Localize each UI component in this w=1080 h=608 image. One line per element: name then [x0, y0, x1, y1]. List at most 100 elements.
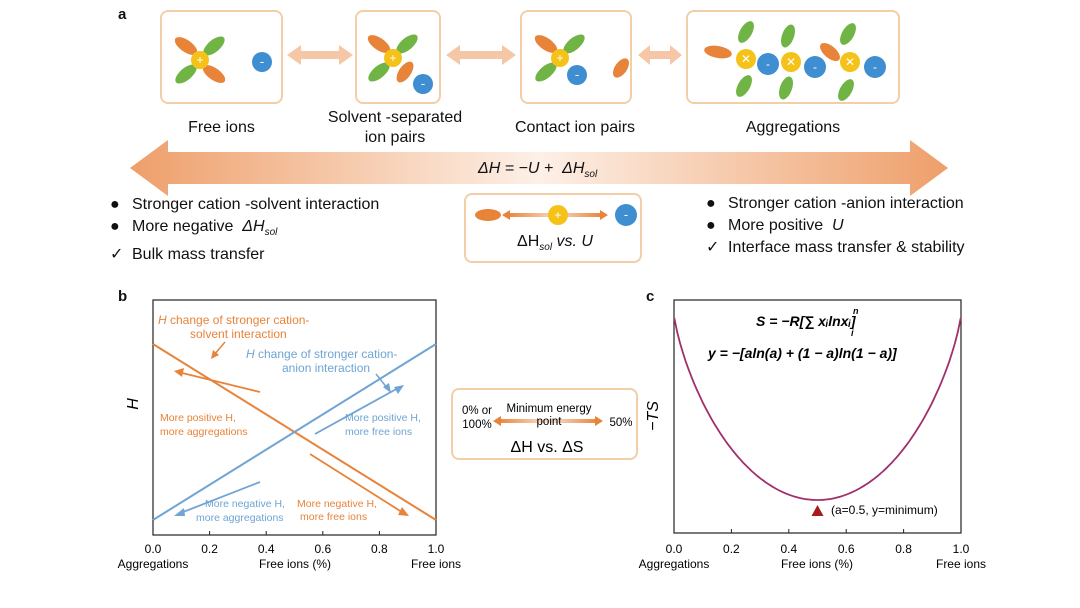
aggregations-illustration: ✕ - ✕ - ✕ -	[704, 21, 886, 101]
x-tick-label: 0.8	[371, 542, 388, 556]
solvent-separated-illustration: + -	[367, 34, 433, 94]
orange-lower-1: More negative H,	[297, 498, 377, 510]
center-box-caption: ΔHsol vs. U	[517, 233, 593, 254]
svg-text:✕: ✕	[845, 55, 855, 69]
contact-ion-pairs-box: + -	[520, 10, 632, 104]
blue-lower-1: More negative H,	[205, 498, 285, 510]
aggregations-box: ✕ - ✕ - ✕ -	[686, 10, 900, 104]
right-bullet-3: ✓Interface mass transfer & stability	[706, 239, 965, 256]
svg-text:-: -	[575, 67, 579, 82]
blue-arrow-down	[177, 481, 261, 515]
formula-1: S = −R[∑ xᵢlnxᵢ]	[756, 313, 857, 329]
right-bullet-1: ●Stronger cation -anion interaction	[706, 195, 964, 212]
orange-title-2: solvent interaction	[190, 327, 287, 341]
middle-left-2: 100%	[462, 419, 491, 431]
left-bullet-2: ●More negative ΔHsol	[110, 218, 278, 239]
entropy-curve	[673, 317, 962, 501]
x-tick-label: 0.4	[780, 542, 797, 556]
panel-b-ylabel: H	[125, 398, 142, 410]
blue-title-2: anion interaction	[282, 361, 370, 375]
orange-lower-2: more free ions	[300, 511, 367, 523]
svg-text:+: +	[389, 51, 396, 65]
panel-c-ylabel: −TS	[645, 401, 662, 431]
formula-1-sub: i	[851, 328, 854, 338]
panel-b-xlabel: Free ions (%)	[259, 557, 331, 571]
middle-center-2: point	[537, 416, 563, 428]
panel-c-x-right: Free ions	[936, 557, 986, 571]
blue-arrow-up	[314, 386, 401, 435]
panel-b-x-left: Aggregations	[118, 557, 189, 571]
right-bullet-2: ●More positive U	[706, 217, 844, 234]
orange-upper-1: More positive H,	[160, 412, 236, 424]
svg-text:-: -	[624, 207, 628, 222]
x-tick-label: 1.0	[428, 542, 445, 556]
orange-title-1: H change of stronger cation-	[158, 313, 309, 327]
svg-text:✕: ✕	[786, 55, 796, 69]
center-box-illustration: + -	[475, 204, 637, 226]
solvent-separated-box: + -	[355, 10, 441, 104]
minimum-label: (a=0.5, y=minimum)	[831, 503, 938, 517]
middle-bottom: ΔH vs. ΔS	[511, 439, 584, 456]
double-arrow-1	[287, 45, 353, 65]
panel-c-x-left: Aggregations	[639, 557, 710, 571]
blue-upper-1: More positive H,	[345, 412, 421, 424]
blue-title-1: H change of stronger cation-	[246, 347, 397, 361]
left-bullet-3: ✓Bulk mass transfer	[110, 246, 265, 264]
x-tick-label: 0.4	[258, 542, 275, 556]
state-label-solvent-separated: Solvent -separated	[327, 109, 463, 126]
blue-upper-2: more free ions	[345, 426, 412, 438]
double-arrow-2	[446, 45, 516, 65]
x-tick-label: 0.2	[723, 542, 740, 556]
middle-right: 50%	[609, 417, 632, 429]
free-ions-box: + -	[160, 10, 283, 104]
plot-frame	[152, 299, 437, 536]
delta-h-vs-delta-s-box: 0% or 100% Minimum energy point 50% ΔH v…	[451, 388, 638, 460]
x-tick-label: 0.2	[201, 542, 218, 556]
state-label-aggregations: Aggregations	[745, 119, 841, 136]
panel-b-letter: b	[118, 288, 128, 305]
enthalpy-equation: ΔH = −U + ΔHsol	[478, 160, 598, 181]
svg-text:-: -	[421, 76, 425, 91]
svg-text:-: -	[813, 60, 817, 74]
contact-pairs-illustration: + -	[534, 34, 629, 85]
svg-text:-: -	[766, 57, 770, 71]
panel-c-ticks: 0.0 0.2 0.4 0.6 0.8 1.0	[666, 529, 970, 556]
middle-center-1: Minimum energy	[507, 403, 592, 415]
state-label-ion-pairs: ion pairs	[364, 129, 426, 146]
center-comparison-box: + - ΔHsol vs. U	[464, 193, 642, 263]
state-label-free-ions: Free ions	[188, 119, 255, 136]
right-bullet-list: ●Stronger cation -anion interaction ●Mor…	[706, 193, 965, 259]
panel-c-xlabel: Free ions (%)	[781, 557, 853, 571]
panel-c-letter: c	[646, 288, 655, 305]
orange-upper-2: more aggregations	[160, 426, 248, 438]
panel-a-letter: a	[118, 6, 127, 23]
free-ions-illustration: + -	[174, 36, 272, 84]
state-label-contact-ion-pairs: Contact ion pairs	[514, 119, 636, 136]
minimum-marker	[811, 505, 824, 516]
svg-text:+: +	[554, 208, 561, 222]
middle-box-graphic: 0% or 100% Minimum energy point 50% ΔH v…	[462, 403, 633, 456]
svg-text:✕: ✕	[741, 52, 751, 66]
formula-2: y = −[aln(a) + (1 − a)ln(1 − a)]	[707, 345, 898, 361]
panel-b-x-right: Free ions	[411, 557, 461, 571]
panel-c-chart: (a=0.5, y=minimum) S = −R[∑ xᵢlnxᵢ] n i …	[639, 299, 986, 571]
blue-anion-line	[152, 343, 437, 521]
x-tick-label: 0.8	[895, 542, 912, 556]
blue-lower-2: more aggregations	[196, 512, 284, 524]
cation-sign: +	[196, 53, 203, 67]
double-arrow-3	[638, 45, 682, 65]
x-tick-label: 0.6	[838, 542, 855, 556]
x-tick-label: 1.0	[953, 542, 970, 556]
left-bullet-1: ●Stronger cation -solvent interaction	[110, 196, 380, 213]
gradient-double-arrow	[130, 140, 948, 196]
formula-1-sup: n	[853, 306, 859, 316]
orange-arrow-down	[309, 453, 406, 515]
x-tick-label: 0.0	[666, 542, 683, 556]
svg-text:+: +	[556, 51, 563, 65]
orange-arrow-up	[177, 371, 261, 393]
x-tick-label: 0.0	[145, 542, 162, 556]
plot-frame	[673, 299, 962, 534]
panel-b-ticks: 0.0 0.2 0.4 0.6 0.8 1.0	[145, 531, 445, 556]
left-bullet-list: ●Stronger cation -solvent interaction ●M…	[110, 194, 379, 266]
x-tick-label: 0.6	[314, 542, 331, 556]
